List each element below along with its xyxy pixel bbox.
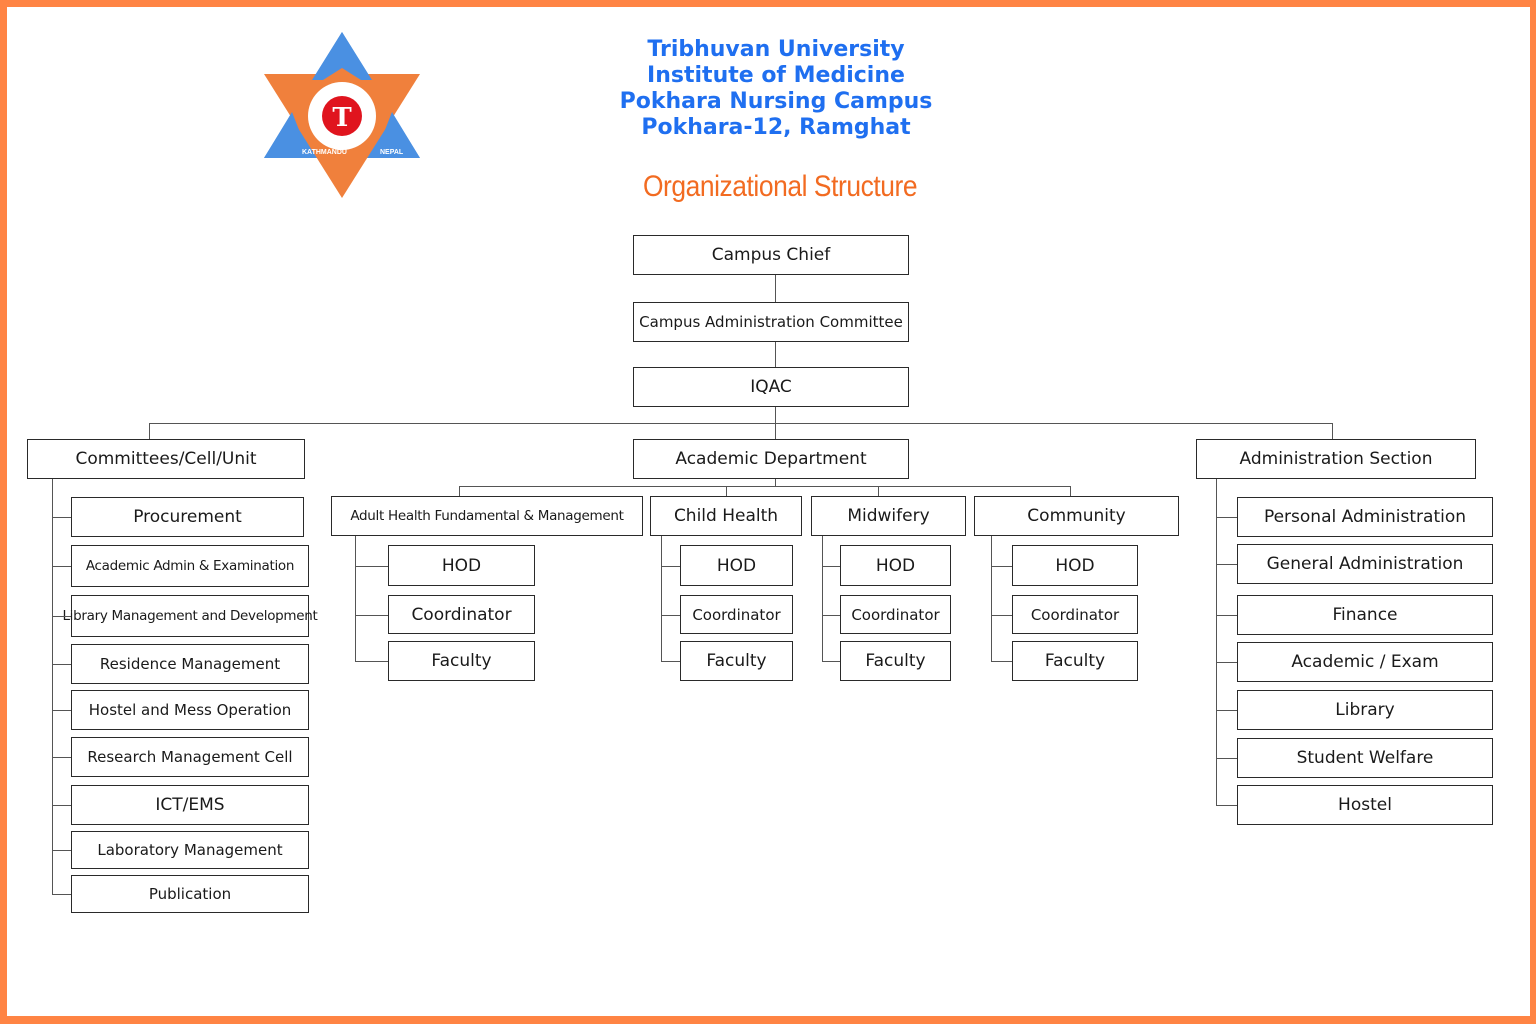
connector bbox=[355, 661, 388, 663]
connector bbox=[991, 614, 1012, 616]
connector bbox=[822, 661, 840, 663]
connector bbox=[726, 486, 728, 497]
svg-text:T: T bbox=[332, 103, 352, 133]
connector bbox=[149, 423, 151, 439]
connector bbox=[661, 565, 680, 567]
connector bbox=[1216, 758, 1237, 760]
connector bbox=[1216, 615, 1237, 617]
connector bbox=[52, 566, 71, 568]
connector bbox=[52, 850, 71, 852]
node-dept-role: HOD bbox=[680, 545, 793, 586]
node-dept-role: Faculty bbox=[388, 641, 535, 681]
node-dept-role: Coordinator bbox=[1012, 595, 1138, 634]
node-committee-item: Academic Admin & Examination bbox=[71, 545, 309, 587]
node-committee-item: Publication bbox=[71, 875, 309, 913]
connector bbox=[459, 486, 1071, 488]
node-campus-admin-committee: Campus Administration Committee bbox=[633, 302, 909, 342]
connector bbox=[991, 565, 1012, 567]
node-admin-item: Student Welfare bbox=[1237, 738, 1493, 778]
page-title: Organizational Structure bbox=[642, 170, 918, 203]
node-committee-item: Laboratory Management bbox=[71, 831, 309, 869]
connector bbox=[459, 486, 461, 497]
node-committee-item: Hostel and Mess Operation bbox=[71, 690, 309, 730]
connector bbox=[1070, 486, 1072, 497]
connector bbox=[52, 517, 71, 519]
connector bbox=[775, 406, 777, 439]
connector bbox=[355, 536, 357, 662]
connector bbox=[878, 486, 880, 497]
node-dept-role: Faculty bbox=[1012, 641, 1138, 681]
connector bbox=[52, 479, 54, 894]
node-dept-role: Faculty bbox=[840, 641, 951, 681]
node-dept-role: Faculty bbox=[680, 641, 793, 681]
connector bbox=[822, 565, 840, 567]
connector bbox=[52, 805, 71, 807]
connector bbox=[822, 614, 840, 616]
node-campus-chief: Campus Chief bbox=[633, 235, 909, 275]
connector bbox=[52, 710, 71, 712]
header-line-institute: Institute of Medicine bbox=[647, 63, 905, 88]
node-dept-3: Community bbox=[974, 496, 1179, 536]
connector bbox=[1216, 479, 1218, 805]
node-committee-item: Library Management and Development bbox=[62, 595, 318, 637]
node-admin-item: Academic / Exam bbox=[1237, 642, 1493, 682]
node-committee-item: ICT/EMS bbox=[71, 785, 309, 825]
connector bbox=[991, 661, 1012, 663]
node-dept-0: Adult Health Fundamental & Management bbox=[331, 496, 643, 536]
connector bbox=[52, 616, 71, 618]
node-dept-role: HOD bbox=[388, 545, 535, 586]
connector bbox=[52, 664, 71, 666]
connector bbox=[52, 894, 71, 896]
connector bbox=[1332, 423, 1334, 439]
connector bbox=[775, 274, 777, 302]
node-dept-1: Child Health bbox=[650, 496, 802, 536]
node-committee-item: Residence Management bbox=[71, 644, 309, 684]
node-committee-item: Procurement bbox=[71, 497, 304, 537]
connector bbox=[1216, 710, 1237, 712]
header-line-university: Tribhuvan University bbox=[647, 37, 905, 62]
connector bbox=[1216, 517, 1237, 519]
svg-text:NEPAL: NEPAL bbox=[380, 149, 404, 156]
node-dept-role: Coordinator bbox=[840, 595, 951, 634]
connector bbox=[355, 614, 388, 616]
node-committees: Committees/Cell/Unit bbox=[27, 439, 305, 479]
connector bbox=[1216, 662, 1237, 664]
node-dept-role: Coordinator bbox=[388, 595, 535, 634]
node-dept-role: HOD bbox=[1012, 545, 1138, 586]
connector bbox=[991, 536, 993, 662]
university-logo-icon: T KATHMANDU NEPAL bbox=[264, 32, 420, 198]
node-committee-item: Research Management Cell bbox=[71, 737, 309, 777]
node-admin-item: Finance bbox=[1237, 595, 1493, 635]
node-dept-role: HOD bbox=[840, 545, 951, 586]
connector bbox=[661, 661, 680, 663]
connector bbox=[149, 423, 1333, 425]
node-academic-department: Academic Department bbox=[633, 439, 909, 479]
connector bbox=[1216, 805, 1237, 807]
node-admin-item: Hostel bbox=[1237, 785, 1493, 825]
node-administration-section: Administration Section bbox=[1196, 439, 1476, 479]
connector bbox=[661, 614, 680, 616]
connector bbox=[775, 479, 777, 487]
connector bbox=[355, 565, 388, 567]
node-dept-role: Coordinator bbox=[680, 595, 793, 634]
connector bbox=[1216, 564, 1237, 566]
connector bbox=[822, 536, 824, 662]
connector bbox=[52, 757, 71, 759]
header-line-address: Pokhara-12, Ramghat bbox=[641, 115, 911, 140]
svg-text:KATHMANDU: KATHMANDU bbox=[302, 149, 347, 156]
header-line-campus: Pokhara Nursing Campus bbox=[619, 89, 933, 114]
connector bbox=[775, 341, 777, 368]
connector bbox=[661, 536, 663, 662]
node-admin-item: General Administration bbox=[1237, 544, 1493, 584]
node-dept-2: Midwifery bbox=[811, 496, 966, 536]
node-admin-item: Library bbox=[1237, 690, 1493, 730]
node-admin-item: Personal Administration bbox=[1237, 497, 1493, 537]
node-iqac: IQAC bbox=[633, 367, 909, 407]
